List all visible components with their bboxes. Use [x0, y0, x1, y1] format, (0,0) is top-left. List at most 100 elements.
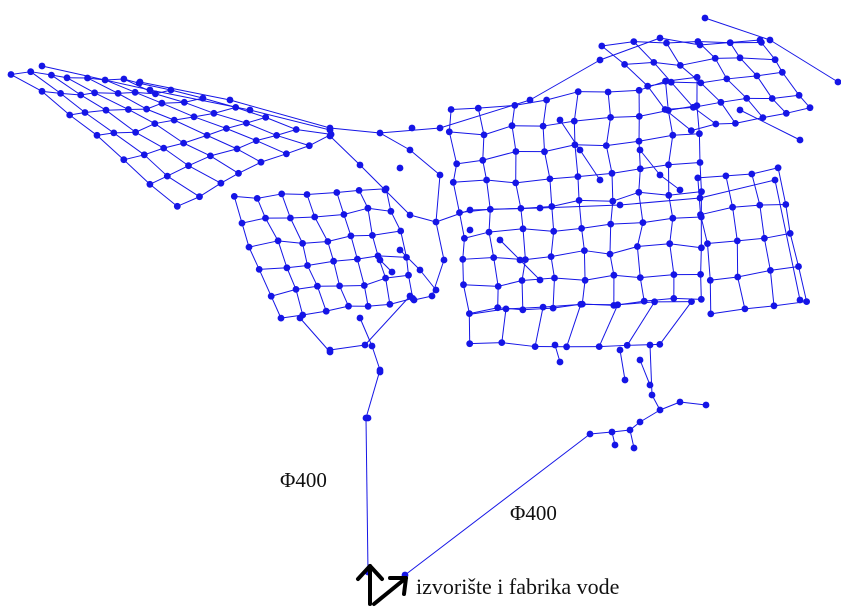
junction-node	[803, 298, 810, 305]
pipe-segment	[700, 274, 702, 300]
pipe-segment	[762, 112, 787, 119]
pipe-segment	[350, 235, 358, 260]
pipe-segment	[624, 61, 654, 65]
junction-node	[416, 266, 424, 274]
junction-node	[243, 119, 250, 127]
junction-node	[519, 306, 527, 314]
junction-node	[354, 255, 361, 263]
pipe-segment	[161, 101, 185, 104]
pipe-segment	[30, 71, 52, 76]
pipe-segment	[276, 134, 310, 147]
pipe-segment	[627, 343, 660, 346]
junction-node	[102, 106, 110, 114]
junction-node	[356, 161, 364, 169]
junction-node	[630, 38, 638, 45]
pipe-segment	[549, 176, 578, 180]
junction-node	[759, 114, 767, 121]
junction-node	[712, 120, 720, 128]
junction-node	[132, 128, 140, 136]
source-arrows	[356, 564, 408, 606]
pipe-segment	[281, 193, 291, 219]
junction-node	[614, 301, 622, 309]
junction-node	[180, 139, 188, 147]
junction-node	[277, 314, 285, 322]
pipe-segment	[167, 165, 189, 177]
pipe-segment	[177, 196, 200, 207]
pipe-segment	[725, 175, 734, 208]
pipe-segment	[488, 228, 524, 233]
junction-node	[131, 88, 139, 96]
junction-node	[786, 230, 794, 237]
junction-node	[396, 246, 404, 254]
junction-node	[669, 131, 677, 139]
junction-node	[539, 122, 547, 130]
pipe-segment	[329, 135, 361, 166]
junction-node	[368, 342, 376, 350]
pipe-segment	[636, 222, 644, 247]
pipe-segment	[105, 108, 129, 111]
pipe-segment	[579, 199, 613, 202]
junction-node	[726, 39, 734, 47]
pipe-segment	[553, 227, 582, 232]
junction-node	[364, 204, 372, 212]
pipe-segment	[611, 168, 641, 174]
junction-node	[697, 79, 705, 87]
pipe-segment	[276, 129, 297, 136]
pipe-segment	[720, 97, 747, 103]
junction-node	[447, 106, 455, 113]
junction-node	[223, 125, 230, 132]
pipe-segment	[368, 303, 390, 307]
pipe-segment	[233, 196, 243, 224]
pipe-segment	[154, 123, 184, 144]
pipe-segment	[210, 148, 238, 157]
junction-node	[610, 271, 618, 279]
pipe-segment	[579, 149, 601, 181]
pipe-segment	[371, 345, 381, 371]
junction-node	[498, 339, 506, 346]
pipe-segment	[302, 243, 308, 266]
junction-node	[651, 298, 658, 306]
pipe-segment	[329, 344, 366, 351]
junction-node	[303, 191, 311, 198]
junction-node	[502, 305, 510, 313]
junction-node	[490, 254, 498, 261]
pipe-segment	[167, 175, 200, 198]
pipe-segment	[155, 93, 185, 103]
junction-node	[717, 98, 725, 106]
junction-node	[616, 201, 624, 209]
junction-node	[410, 296, 418, 304]
pipe-segment	[493, 257, 499, 287]
junction-node	[611, 441, 619, 449]
junction-node	[436, 124, 444, 132]
pipe-segment	[599, 37, 661, 61]
pipe-segment	[638, 141, 641, 169]
junction-node	[66, 111, 74, 119]
junction-node	[267, 292, 275, 300]
pipe-segment	[326, 305, 349, 312]
junction-node	[667, 78, 675, 86]
pipe-segment	[725, 173, 752, 177]
junction-node	[550, 227, 558, 235]
pipe-segment	[781, 71, 800, 96]
pipe-segment	[60, 92, 86, 113]
pipe-segment	[184, 101, 215, 114]
junction-node	[120, 156, 128, 164]
junction-node	[756, 36, 764, 44]
pipe-segment	[756, 75, 773, 99]
pipe-segment	[549, 178, 553, 207]
junction-node	[698, 244, 705, 252]
pipe-segment	[584, 250, 611, 255]
pipe-segment	[737, 237, 765, 242]
pipe-segment	[739, 109, 801, 141]
pipe-segment	[668, 195, 674, 219]
pipe-segment	[226, 128, 257, 142]
pipe-segment	[669, 243, 702, 249]
pipe-segment	[248, 240, 279, 248]
junction-node	[405, 271, 412, 279]
pipe-segment	[606, 140, 640, 147]
junction-node	[595, 343, 603, 350]
pipe-segment	[206, 134, 238, 150]
junction-node	[151, 120, 159, 127]
junction-node	[733, 237, 741, 245]
pipe-segment	[486, 179, 491, 210]
